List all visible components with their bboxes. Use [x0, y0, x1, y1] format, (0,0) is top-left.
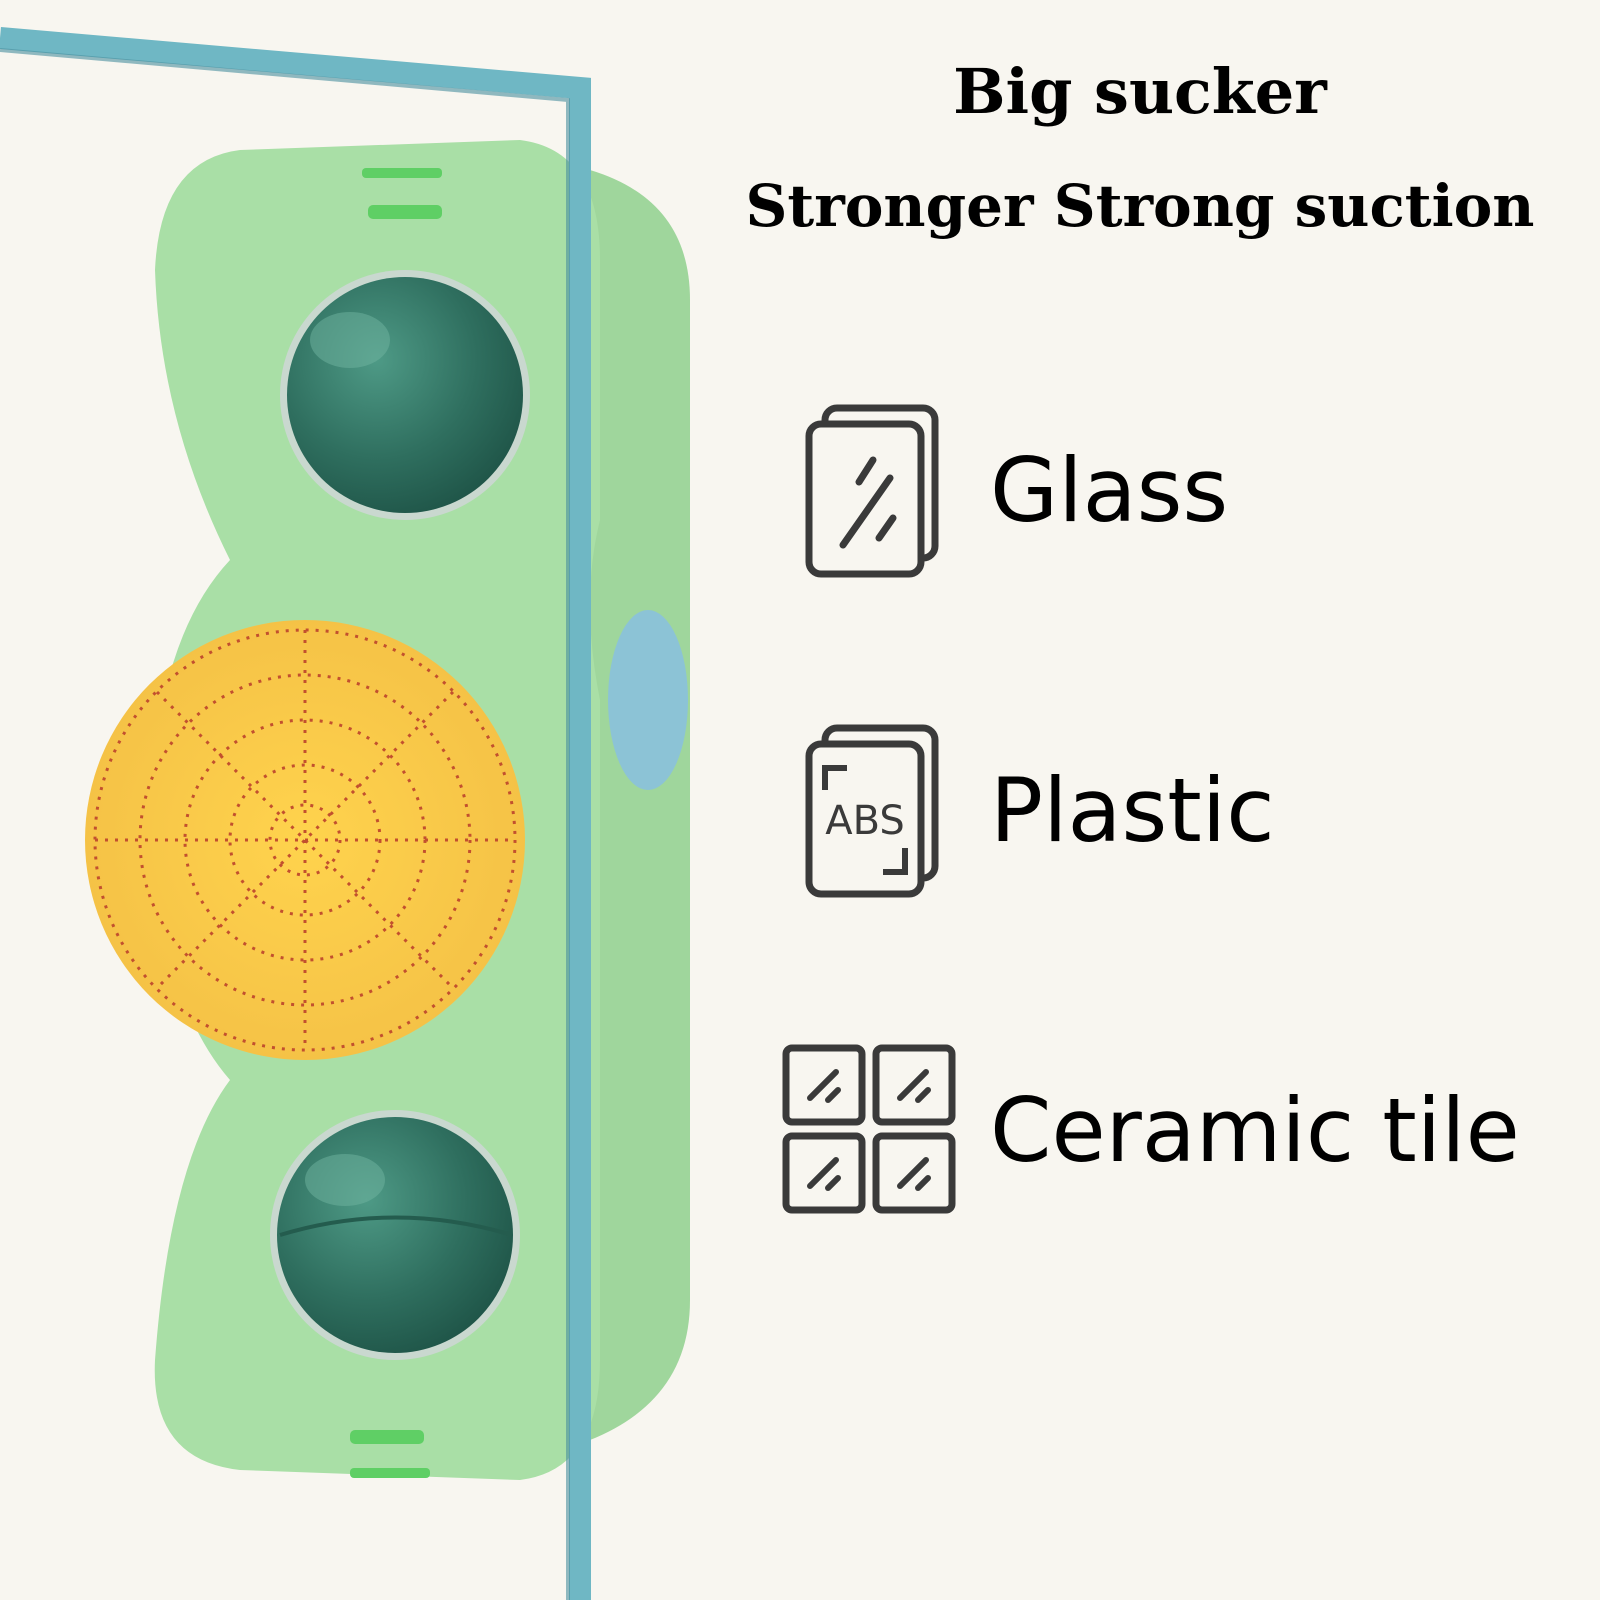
headline-strong-suction: Stronger Strong suction	[745, 172, 1535, 240]
toy-back-part	[590, 170, 690, 1440]
ball-top	[287, 277, 523, 513]
abs-plastic-icon: ABS	[780, 720, 960, 900]
glass-frame	[0, 27, 591, 1600]
headline-big-sucker: Big sucker	[953, 55, 1327, 128]
slot-mark	[362, 168, 442, 178]
slot-mark	[350, 1468, 430, 1478]
surface-label: Plastic	[990, 758, 1275, 862]
blue-suction-cup-back	[608, 610, 688, 790]
surface-item-ceramic-tile: Ceramic tile	[780, 1040, 1580, 1220]
ceramic-tile-icon	[780, 1040, 960, 1220]
suction-cup-web-pattern	[93, 628, 517, 1052]
surface-item-glass: Glass	[780, 400, 1580, 580]
slot-mark	[368, 205, 442, 219]
abs-icon-text: ABS	[825, 798, 905, 844]
surface-label: Glass	[990, 438, 1229, 542]
surface-label: Ceramic tile	[990, 1078, 1520, 1182]
slot-mark	[350, 1430, 424, 1444]
ball-bottom	[277, 1117, 513, 1353]
surface-item-plastic: ABS Plastic	[780, 720, 1580, 900]
glass-panes-icon	[780, 400, 960, 580]
